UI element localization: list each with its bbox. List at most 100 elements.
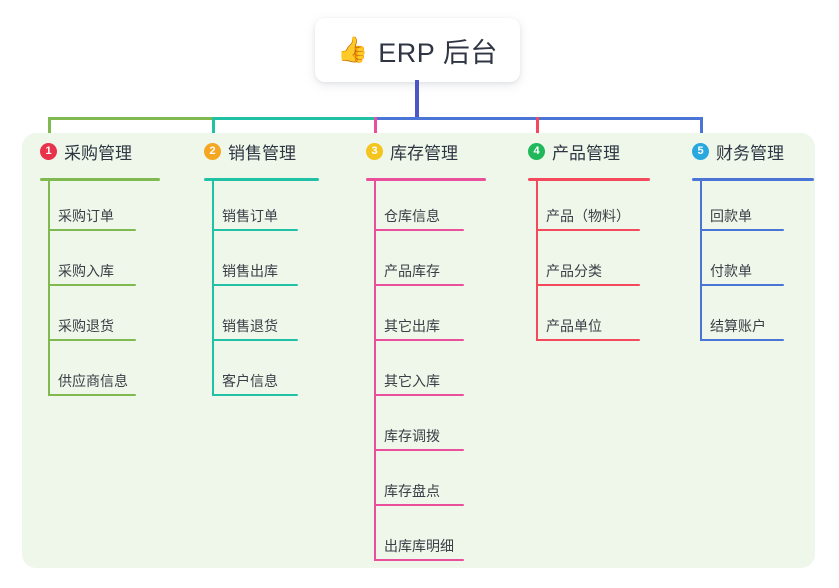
- leaf-label: 结算账户: [710, 318, 766, 334]
- branch-spine: [536, 180, 538, 341]
- leaf-label: 销售订单: [222, 208, 278, 224]
- leaf-underline: [374, 394, 464, 396]
- leaf-item[interactable]: 出库库明细: [374, 538, 464, 561]
- branch-underline: [204, 178, 319, 181]
- leaf-item[interactable]: 销售订单: [212, 208, 298, 231]
- branch-index-badge: 2: [204, 142, 221, 160]
- leaf-underline: [374, 339, 464, 341]
- branch-title: 产品管理: [552, 143, 620, 163]
- leaf-item[interactable]: 库存调拨: [374, 428, 464, 451]
- leaf-label: 其它入库: [384, 373, 440, 389]
- branch-index-badge: 3: [366, 142, 383, 160]
- leaf-underline: [536, 229, 640, 231]
- leaf-label: 仓库信息: [384, 208, 440, 224]
- leaf-item[interactable]: 产品库存: [374, 263, 464, 286]
- leaf-label: 库存调拨: [384, 428, 440, 444]
- leaf-item[interactable]: 销售出库: [212, 263, 298, 286]
- leaf-underline: [48, 284, 136, 286]
- root-title: ERP 后台: [378, 37, 498, 68]
- leaf-underline: [212, 284, 298, 286]
- branch-underline: [40, 178, 160, 181]
- leaf-underline: [48, 394, 136, 396]
- leaf-underline: [374, 449, 464, 451]
- leaf-label: 采购订单: [58, 208, 114, 224]
- leaf-item[interactable]: 供应商信息: [48, 373, 136, 396]
- bus-segment-1: [48, 117, 212, 120]
- leaf-label: 采购退货: [58, 318, 114, 334]
- leaf-underline: [48, 339, 136, 341]
- branch-header-3[interactable]: 3 库存管理: [352, 133, 458, 169]
- leaf-item[interactable]: 付款单: [700, 263, 784, 286]
- branch-index-badge: 4: [528, 142, 545, 160]
- branch-spine: [48, 180, 50, 396]
- branch-spine: [374, 180, 376, 561]
- leaf-item[interactable]: 采购订单: [48, 208, 136, 231]
- root-node[interactable]: 👍 ERP 后台: [315, 18, 520, 82]
- branch-column-3: 3 库存管理仓库信息产品库存其它出库其它入库库存调拨库存盘点出库库明细: [352, 133, 486, 561]
- leaf-underline: [536, 284, 640, 286]
- bus-segment-3: [374, 117, 703, 120]
- leaf-item[interactable]: 其它出库: [374, 318, 464, 341]
- leaf-item[interactable]: 其它入库: [374, 373, 464, 396]
- bus-segment-2: [212, 117, 374, 120]
- branch-index-badge: 5: [692, 142, 709, 160]
- leaf-underline: [212, 394, 298, 396]
- leaf-item[interactable]: 产品（物料）: [536, 208, 640, 231]
- leaf-label: 库存盘点: [384, 483, 440, 499]
- leaf-item[interactable]: 销售退货: [212, 318, 298, 341]
- root-stem: [415, 80, 419, 120]
- leaf-item[interactable]: 采购退货: [48, 318, 136, 341]
- leaf-label: 产品（物料）: [546, 208, 630, 224]
- branch-underline: [528, 178, 650, 181]
- leaf-underline: [212, 229, 298, 231]
- leaf-label: 产品库存: [384, 263, 440, 279]
- leaf-label: 回款单: [710, 208, 752, 224]
- branch-underline: [692, 178, 814, 181]
- leaf-underline: [700, 229, 784, 231]
- leaf-label: 产品分类: [546, 263, 602, 279]
- branch-column-4: 4 产品管理产品（物料） 产品分类产品单位: [514, 133, 650, 341]
- leaf-label: 采购入库: [58, 263, 114, 279]
- leaf-item[interactable]: 结算账户: [700, 318, 784, 341]
- leaf-underline: [536, 339, 640, 341]
- branch-title: 库存管理: [390, 143, 458, 163]
- branch-column-2: 2 销售管理销售订单销售出库销售退货客户信息: [190, 133, 319, 396]
- leaf-underline: [374, 559, 464, 561]
- branch-title: 采购管理: [64, 143, 132, 163]
- leaf-label: 销售出库: [222, 263, 278, 279]
- leaf-item[interactable]: 产品分类: [536, 263, 640, 286]
- branch-title: 销售管理: [228, 143, 296, 163]
- branch-spine: [700, 180, 702, 341]
- leaf-underline: [700, 339, 784, 341]
- leaf-underline: [374, 229, 464, 231]
- thumbs-up-icon: 👍: [337, 35, 369, 64]
- leaf-underline: [700, 284, 784, 286]
- leaf-underline: [374, 504, 464, 506]
- branch-spine: [212, 180, 214, 396]
- leaf-item[interactable]: 仓库信息: [374, 208, 464, 231]
- leaf-label: 销售退货: [222, 318, 278, 334]
- leaf-item[interactable]: 库存盘点: [374, 483, 464, 506]
- leaf-label: 客户信息: [222, 373, 278, 389]
- branch-header-4[interactable]: 4 产品管理: [514, 133, 620, 169]
- leaf-underline: [374, 284, 464, 286]
- leaf-item[interactable]: 客户信息: [212, 373, 298, 396]
- leaf-label: 其它出库: [384, 318, 440, 334]
- leaf-item[interactable]: 采购入库: [48, 263, 136, 286]
- leaf-underline: [212, 339, 298, 341]
- leaf-label: 出库库明细: [384, 538, 454, 554]
- leaf-item[interactable]: 产品单位: [536, 318, 640, 341]
- leaf-label: 付款单: [710, 263, 752, 279]
- branch-header-2[interactable]: 2 销售管理: [190, 133, 296, 169]
- leaf-label: 供应商信息: [58, 373, 128, 389]
- leaf-underline: [48, 229, 136, 231]
- leaf-item[interactable]: 回款单: [700, 208, 784, 231]
- leaf-label: 产品单位: [546, 318, 602, 334]
- branch-underline: [366, 178, 486, 181]
